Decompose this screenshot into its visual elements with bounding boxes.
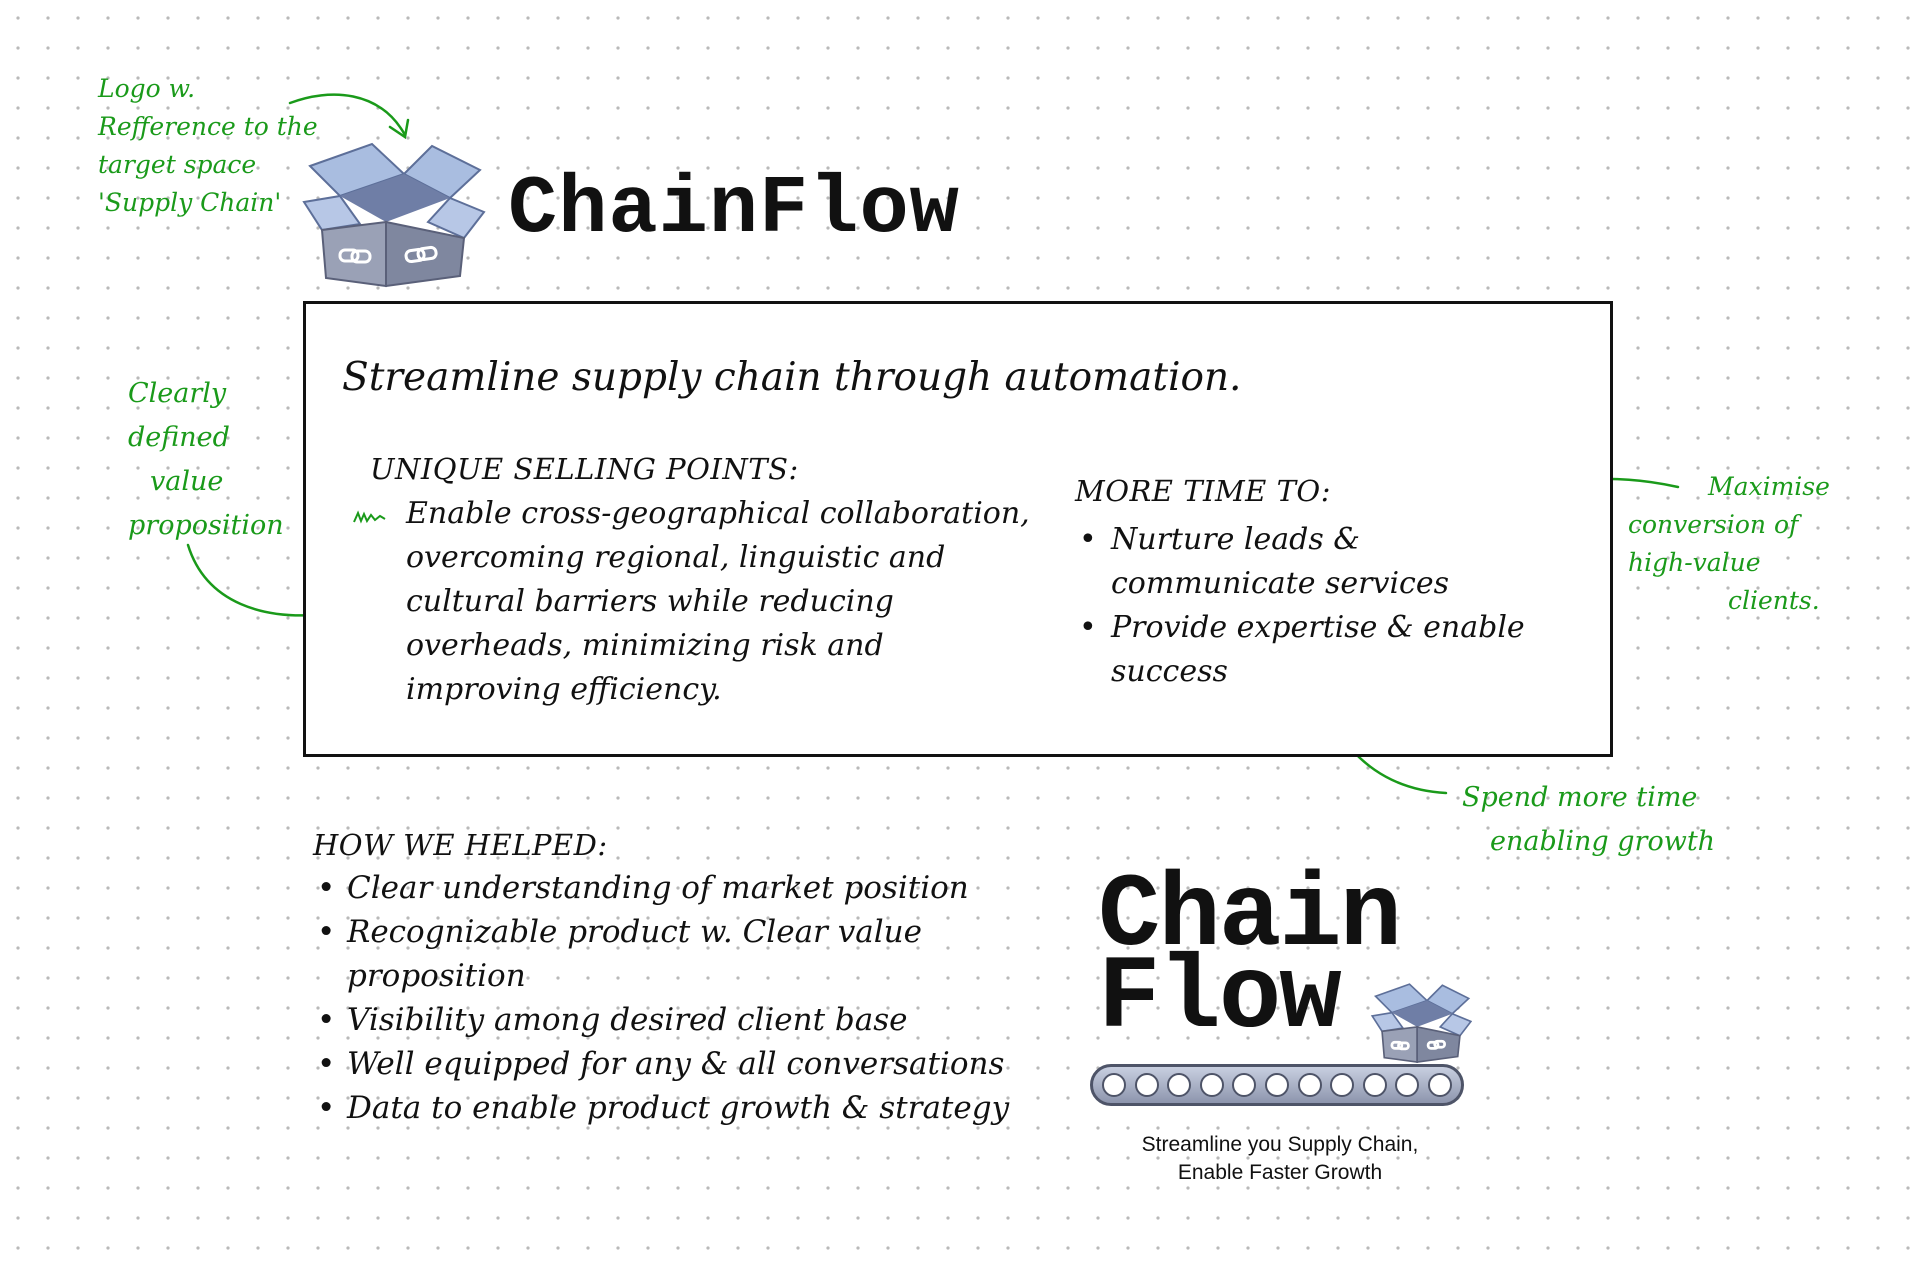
bullet-dot: • [1079, 610, 1097, 645]
more-time-list: • Nurture leads & communicate services • P… [1075, 518, 1545, 694]
annotation-line: conversion of [1628, 510, 1799, 539]
annotation-line: high-value [1628, 548, 1761, 577]
annotation-line: Maximise [1708, 472, 1830, 501]
bullet-dot: • [317, 1046, 336, 1082]
list-item-text: Recognizable product w. Clear value prop… [347, 914, 922, 994]
logo-arrow-head [388, 118, 410, 140]
conveyor-roller [1199, 1073, 1224, 1097]
list-item: • Nurture leads & communicate services [1075, 518, 1545, 606]
small-box-logo-icon [1370, 983, 1472, 1063]
conveyor-roller [1264, 1073, 1289, 1097]
list-item-text: Data to enable product growth & strategy [347, 1090, 1010, 1126]
list-item: • Recognizable product w. Clear value pro… [313, 910, 1033, 998]
annotation-line: Spend more time [1462, 782, 1698, 813]
list-item-text: Nurture leads & communicate services [1111, 522, 1450, 601]
value-annotation: Clearly defined value proposition [128, 372, 308, 548]
annotation-line: Refference to the [98, 112, 318, 141]
logo-tagline: Streamline you Supply Chain, Enable Fast… [1100, 1131, 1460, 1187]
list-item-text: Visibility among desired client base [347, 1002, 908, 1038]
annotation-line: value [150, 466, 224, 497]
annotation-line: Logo w. [98, 74, 196, 103]
final-logo-wordmark: Chain Flow [1098, 858, 1402, 1058]
annotation-line: enabling growth [1490, 826, 1716, 857]
value-proposition-headline: Streamline supply chain through automati… [342, 355, 1242, 400]
usp-heading: UNIQUE SELLING POINTS: [370, 452, 799, 486]
conveyor-roller [1297, 1073, 1322, 1097]
maximise-annotation: Maximise conversion of high-value client… [1628, 468, 1838, 620]
bullet-dot: • [317, 914, 336, 950]
conveyor-roller [1134, 1073, 1159, 1097]
conveyor-roller [1167, 1073, 1192, 1097]
bullet-dot: • [317, 1090, 336, 1126]
tagline-line-2: Enable Faster Growth [1177, 1161, 1383, 1184]
conveyor-roller [1427, 1073, 1452, 1097]
spend-annotation: Spend more time enabling growth [1462, 776, 1722, 864]
annotation-line: target space [98, 150, 257, 179]
conveyor-roller [1102, 1073, 1126, 1097]
tagline-line-1: Streamline you Supply Chain, [1141, 1133, 1419, 1156]
logo-annotation: Logo w. Refference to the target space '… [98, 70, 328, 222]
bullet-dot: • [1079, 522, 1097, 557]
bullet-dot: • [317, 870, 336, 906]
bullet-dot: • [317, 1002, 336, 1038]
value-proposition-box [303, 301, 1613, 757]
list-item: • Data to enable product growth & strateg… [313, 1086, 1033, 1130]
list-item-text: Well equipped for any & all conversation… [347, 1046, 1005, 1082]
annotation-line: clients. [1728, 586, 1820, 615]
list-item-text: Provide expertise & enable success [1111, 610, 1525, 689]
wordmark-line-2: Flow [1098, 940, 1342, 1058]
list-item: • Provide expertise & enable success [1075, 606, 1545, 694]
logo-arrow [288, 93, 407, 137]
list-item: • Clear understanding of market position [313, 866, 1033, 910]
conveyor-roller [1330, 1073, 1355, 1097]
conveyor-roller [1362, 1073, 1387, 1097]
list-item: • Visibility among desired client base [313, 998, 1033, 1042]
conveyor-roller [1395, 1073, 1420, 1097]
conveyor-belt-icon [1090, 1064, 1464, 1106]
how-we-helped-heading: HOW WE HELPED: [313, 828, 608, 862]
more-time-heading: MORE TIME TO: [1075, 474, 1331, 508]
list-item-text: Clear understanding of market position [347, 870, 969, 906]
annotation-line: 'Supply Chain' [98, 188, 282, 217]
list-item: • Well equipped for any & all conversatio… [313, 1042, 1033, 1086]
usp-text: Enable cross-geographical collaboration,… [406, 496, 1030, 707]
annotation-line: Clearly defined [128, 378, 230, 453]
annotation-line: proposition [128, 510, 284, 541]
conveyor-roller [1232, 1073, 1257, 1097]
box-logo-icon [302, 142, 486, 288]
brand-title: ChainFlow [508, 163, 960, 256]
scribble-marker-icon [353, 510, 386, 524]
how-we-helped-list: •Clear understanding of market position … [313, 866, 1033, 1130]
wordmark-line-1: Chain [1098, 858, 1402, 976]
